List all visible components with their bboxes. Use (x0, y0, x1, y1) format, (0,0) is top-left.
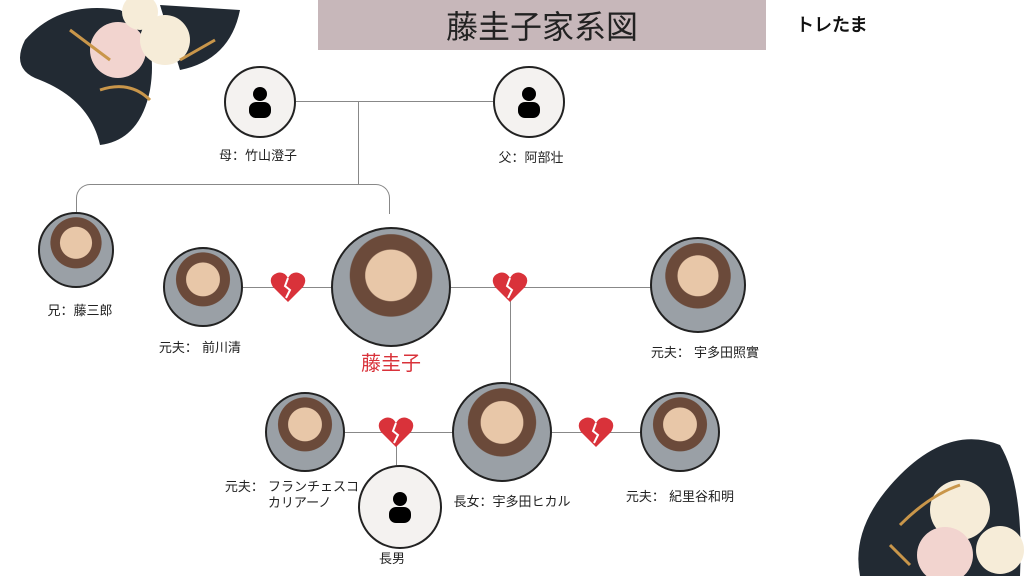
self-photo (331, 227, 451, 347)
connector (510, 287, 511, 383)
connector (296, 101, 493, 102)
mother-label: 母：竹山澄子 (218, 149, 298, 164)
daughter-label: 長女：宇多田ヒカル (453, 495, 571, 510)
ex-husband-1-photo (163, 247, 243, 327)
label-line: カリアーノ (267, 496, 332, 511)
self-label: 藤圭子 (361, 351, 421, 375)
brother-label: 兄：藤三郎 (47, 304, 113, 319)
broken-heart-icon (378, 417, 414, 447)
connector (358, 102, 359, 184)
daughter-ex-husband-1-photo (265, 392, 345, 472)
ex-husband-2-label: 元夫： 宇多田照實 (650, 346, 760, 361)
ex-husband-1-label: 元夫： 前川清 (158, 341, 242, 356)
connector (396, 432, 397, 465)
connector (451, 287, 653, 288)
daughter-photo (452, 382, 552, 482)
person-icon (389, 492, 411, 523)
connector (76, 184, 390, 214)
ex-husband-2-photo (650, 237, 746, 333)
flower-decoration-bottom-right (858, 439, 1024, 576)
mother-avatar (224, 66, 296, 138)
flower-decoration-top-left (20, 0, 240, 145)
son-label: 長男 (378, 552, 406, 567)
person-icon (249, 87, 271, 118)
father-label: 父：阿部壮 (498, 151, 564, 166)
person-icon (518, 87, 540, 118)
brother-photo (38, 212, 114, 288)
broken-heart-icon (578, 417, 614, 447)
daughter-ex-husband-2-label: 元夫： 紀里谷和明 (625, 490, 735, 505)
broken-heart-icon (270, 272, 306, 302)
page-title: 藤圭子家系図 (318, 0, 766, 50)
daughter-ex-husband-1-label: 元夫： フランチェスコカリアーノ (225, 480, 359, 512)
label-line: 元夫： フランチェスコ (224, 480, 360, 495)
son-avatar (358, 465, 442, 549)
daughter-ex-husband-2-photo (640, 392, 720, 472)
broken-heart-icon (492, 272, 528, 302)
brand-logo: トレたま (796, 15, 868, 36)
father-avatar (493, 66, 565, 138)
